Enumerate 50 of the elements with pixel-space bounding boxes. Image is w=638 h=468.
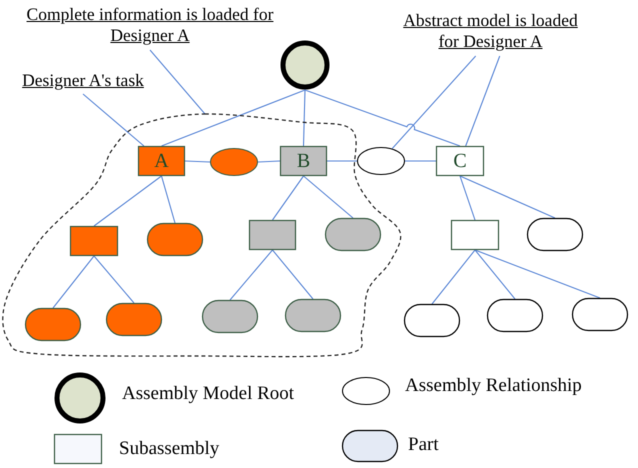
legend-label: Subassembly <box>119 438 220 460</box>
legend-label: Part <box>408 434 439 456</box>
connector-line <box>405 160 436 162</box>
part-shape <box>404 304 460 337</box>
connector-line <box>160 176 176 224</box>
legend-label: Assembly Model Root <box>122 383 294 405</box>
connector-line <box>304 89 460 147</box>
leader-line <box>465 56 500 146</box>
subassembly-box: C <box>436 146 484 176</box>
subassembly-box <box>70 226 118 256</box>
callout-text: Abstract model is loaded for Designer A <box>398 10 583 56</box>
subassembly-box: A <box>138 146 185 176</box>
subassembly-box: B <box>280 146 327 176</box>
connector-line <box>459 176 476 220</box>
subassembly-box <box>451 220 499 250</box>
connector-line <box>432 250 476 304</box>
connector-line <box>272 250 314 300</box>
subassembly-box <box>249 220 296 250</box>
connector-line <box>474 249 600 299</box>
relationship-ellipse <box>210 148 258 176</box>
leader-line <box>82 94 144 146</box>
leader-line <box>150 50 206 114</box>
callout-text: Complete information is loaded for Designer A <box>4 4 296 50</box>
legend-label: Assembly Relationship <box>405 375 582 397</box>
connector-line <box>474 250 516 300</box>
part-shape <box>325 218 381 251</box>
part-shape <box>25 308 81 341</box>
root-circle <box>280 40 330 90</box>
connector-line <box>52 256 94 308</box>
part-shape <box>202 300 258 333</box>
connector-line <box>184 160 210 163</box>
connector-line <box>460 176 556 218</box>
connector-line <box>327 160 357 162</box>
connector-line <box>302 90 306 146</box>
callout-text: Designer A's task <box>8 70 158 94</box>
part-shape <box>527 218 583 251</box>
part-shape <box>285 299 341 332</box>
connector-line <box>258 160 280 163</box>
part-shape <box>487 299 543 332</box>
connector-line <box>303 176 354 218</box>
part-shape <box>106 303 162 336</box>
connector-line <box>272 176 304 220</box>
connector-line <box>94 256 134 304</box>
relationship-ellipse <box>357 147 405 175</box>
leader-line <box>392 56 476 149</box>
connector-line <box>161 89 306 147</box>
connector-line <box>94 176 162 226</box>
part-shape <box>147 223 203 256</box>
connector-line <box>230 250 273 300</box>
part-shape <box>572 298 628 331</box>
